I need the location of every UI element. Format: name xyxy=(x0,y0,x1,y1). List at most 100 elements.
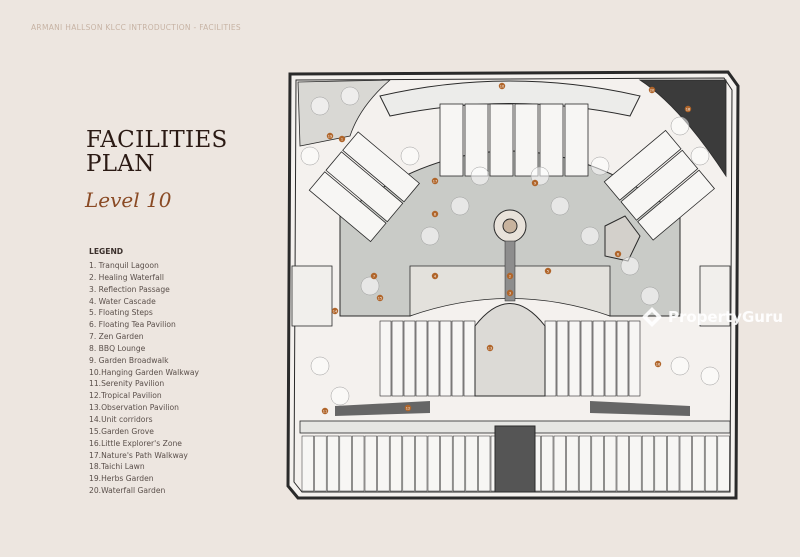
legend-item: 8. BBQ Lounge xyxy=(89,343,146,353)
fountain xyxy=(502,218,518,234)
legend-marker-number: 7 xyxy=(373,275,375,279)
unit xyxy=(391,320,404,397)
legend-marker xyxy=(338,135,346,143)
unit xyxy=(452,435,466,492)
watermark-text: PropertyGuru xyxy=(668,308,784,326)
service-room xyxy=(291,265,333,327)
title-line-2: PLAN xyxy=(86,151,155,177)
unit xyxy=(704,435,718,492)
legend-marker-number: 4 xyxy=(434,275,437,279)
legend-item: 4. Water Cascade xyxy=(89,296,156,306)
legend-marker-number: 11 xyxy=(323,410,327,414)
unit xyxy=(603,129,682,201)
unit xyxy=(478,435,491,492)
legend-marker xyxy=(331,307,339,315)
legend-item: 7. Zen Garden xyxy=(89,332,144,342)
unit xyxy=(556,320,569,397)
unit xyxy=(578,435,592,492)
unit xyxy=(541,435,554,492)
legend-item: 18.Taichi Lawn xyxy=(89,462,145,472)
breadcrumb: ARMANI HALLSON KLCC INTRODUCTION - FACIL… xyxy=(31,23,241,32)
unit xyxy=(592,320,605,397)
legend-item: 3. Reflection Passage xyxy=(89,284,170,294)
unit xyxy=(402,435,415,492)
unit xyxy=(464,103,489,177)
unit xyxy=(514,103,539,177)
legend-marker-number: 17 xyxy=(433,180,437,184)
title-line-1: FACILITIES xyxy=(86,127,228,153)
unit xyxy=(364,435,377,492)
unit xyxy=(539,103,564,177)
unit xyxy=(377,435,390,492)
unit xyxy=(637,169,715,241)
unit xyxy=(325,151,404,223)
unit xyxy=(342,131,420,203)
legend-marker-number: 14 xyxy=(333,310,338,314)
unit xyxy=(379,320,392,397)
tree-icon xyxy=(450,196,470,216)
legend-marker xyxy=(506,272,514,280)
legend-item: 2. Healing Waterfall xyxy=(89,272,164,282)
watermark: PropertyGuru xyxy=(640,305,783,329)
building-inner-outline xyxy=(293,77,733,493)
tree-icon xyxy=(580,226,600,246)
unit xyxy=(440,435,453,492)
legend-item: 12.Tropical Pavilion xyxy=(89,391,162,401)
legend-item: 1. Tranquil Lagoon xyxy=(89,261,159,270)
unit xyxy=(326,435,340,492)
legend-marker-number: 16 xyxy=(656,363,660,367)
unit xyxy=(580,320,593,397)
legend-item: 15.Garden Grove xyxy=(89,426,154,436)
legend-marker xyxy=(431,272,439,280)
unit xyxy=(629,435,642,492)
legend-marker-number: 8 xyxy=(434,213,436,217)
legend-marker-number: 10 xyxy=(500,85,504,89)
entrance-steps xyxy=(494,425,536,493)
legend-item: 16.Little Explorer's Zone xyxy=(89,438,182,448)
garden-top-left xyxy=(297,79,392,147)
service-room xyxy=(699,265,731,327)
unit xyxy=(667,435,680,492)
tree-icon xyxy=(470,166,490,186)
unit xyxy=(628,320,641,397)
propertyguru-logo-icon xyxy=(642,307,662,327)
unit-wing xyxy=(308,131,420,243)
floating-steps xyxy=(474,303,546,397)
unit xyxy=(489,103,514,177)
unit xyxy=(604,435,617,492)
tree-icon xyxy=(640,286,660,306)
floating-tea-pavilion xyxy=(604,215,641,262)
unit xyxy=(415,320,428,397)
legend-marker-number: 12 xyxy=(406,407,410,411)
legend-marker-number: 15 xyxy=(378,297,382,301)
tree-icon xyxy=(550,196,570,216)
unit xyxy=(717,435,730,492)
unit xyxy=(616,320,629,397)
legend-item: 20.Waterfall Garden xyxy=(89,486,166,496)
legend-item: 10.Hanging Garden Walkway xyxy=(89,367,200,377)
unit xyxy=(389,435,403,492)
unit xyxy=(451,320,464,397)
legend-marker-number: 19 xyxy=(328,135,332,139)
legend-marker-number: 2 xyxy=(509,275,511,279)
legend-marker xyxy=(531,179,539,187)
tree-icon xyxy=(420,226,440,246)
legend-item: 5. Floating Steps xyxy=(89,308,153,318)
unit xyxy=(679,435,692,492)
legend-marker xyxy=(684,105,692,113)
tree-icon xyxy=(330,386,350,406)
level-subtitle: Level 10 xyxy=(85,188,172,212)
unit xyxy=(568,320,581,397)
tree-icon xyxy=(310,96,330,116)
unit xyxy=(415,435,428,492)
unit xyxy=(339,435,352,492)
legend-marker xyxy=(648,86,656,94)
tree-icon xyxy=(310,356,330,376)
legend-marker xyxy=(614,250,622,258)
tree-icon xyxy=(340,86,360,106)
unit xyxy=(427,435,440,492)
bench xyxy=(335,401,430,416)
legend-marker xyxy=(654,360,662,368)
legend-marker xyxy=(404,404,412,412)
